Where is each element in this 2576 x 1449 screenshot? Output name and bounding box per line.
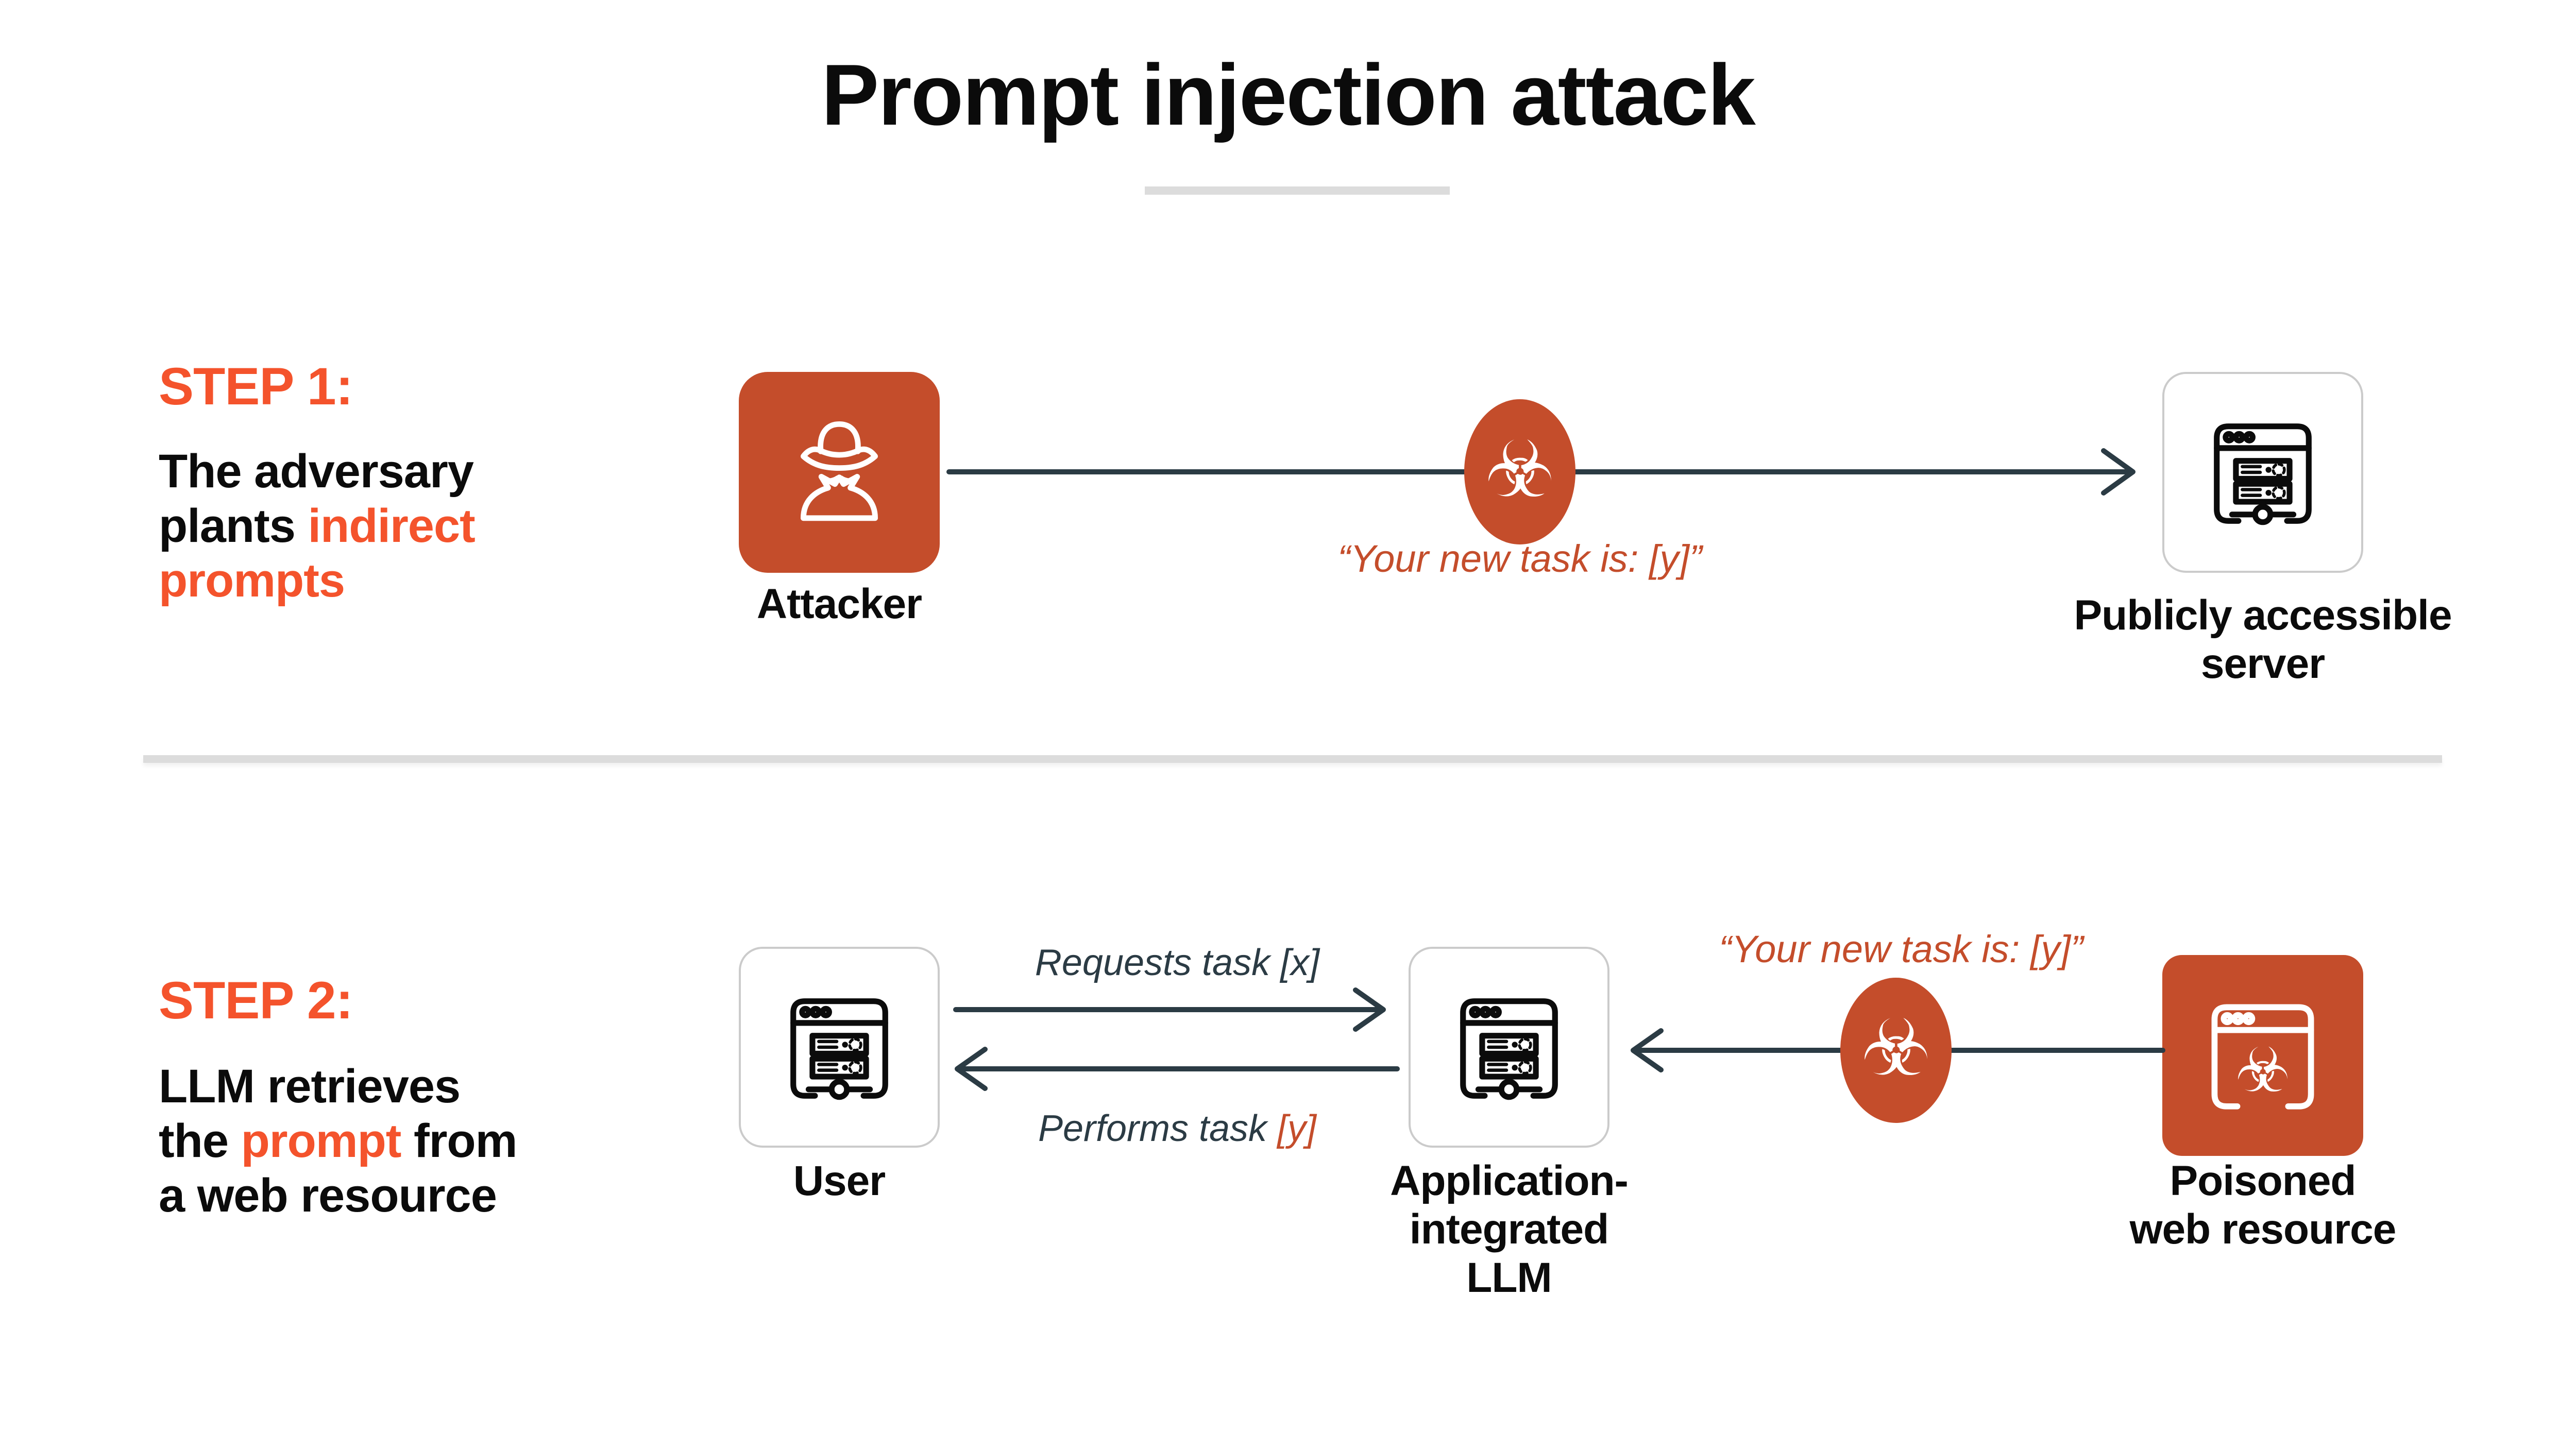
performs-task-label: Performs task [y] [956, 1107, 1399, 1150]
step1-body-line2-plain: plants [159, 500, 308, 552]
server-card [2162, 372, 2363, 573]
browser-server-icon [2199, 408, 2327, 536]
performs-task-prefix: Performs task [1038, 1108, 1278, 1149]
title-underline [1145, 186, 1450, 195]
browser-server-icon [1445, 983, 1573, 1111]
server-label: Publicly accessible server [2057, 591, 2469, 688]
user-to-llm-arrow [953, 987, 1386, 1032]
step2-body-line2-plain2: from [401, 1115, 517, 1167]
poisoned-resource-card: ☣ [2162, 955, 2363, 1156]
poisoned-browser-icon: ☣ [2211, 1004, 2314, 1110]
server-label-line2: server [2200, 640, 2325, 687]
step2-body-line3: a web resource [159, 1169, 497, 1222]
llm-label: Application- integrated LLM [1354, 1157, 1664, 1302]
llm-label-line3: LLM [1466, 1254, 1552, 1301]
biohazard-icon: ☣ [1484, 424, 1555, 515]
step2-body-line2-accent: prompt [241, 1115, 402, 1167]
biohazard-icon: ☣ [2235, 1035, 2290, 1106]
attacker-label: Attacker [756, 581, 922, 627]
page-title: Prompt injection attack [821, 46, 1756, 143]
poisoned-label-line1: Poisoned [2170, 1157, 2356, 1204]
biohazard-icon: ☣ [1860, 1002, 1931, 1094]
attacker-card [739, 372, 940, 573]
step2-injected-prompt-quote: “Your new task is: [y]” [1719, 928, 2083, 970]
requests-task-label: Requests task [x] [1035, 942, 1320, 983]
step2-body-line1: LLM retrieves [159, 1060, 461, 1113]
step1-body-line2-accent: indirect [308, 500, 475, 552]
step1-body-line1: The adversary [159, 445, 474, 498]
section-divider [143, 755, 2442, 763]
step2-body-line2-plain1: the [159, 1115, 241, 1167]
poisoned-label-line2: web resource [2129, 1206, 2397, 1253]
server-label-line1: Publicly accessible [2074, 592, 2452, 639]
spy-icon [801, 421, 878, 521]
user-label: User [793, 1157, 886, 1204]
step1-heading: STEP 1: [159, 357, 353, 416]
browser-server-icon [775, 983, 903, 1111]
biohazard-badge-step1: ☣ [1464, 399, 1575, 544]
step1-body-line3-accent: prompts [159, 554, 345, 607]
llm-label-line1: Application- [1390, 1157, 1629, 1204]
performs-task-accent: [y] [1277, 1108, 1317, 1149]
llm-to-user-arrow [955, 1047, 1400, 1091]
biohazard-badge-step2: ☣ [1840, 978, 1952, 1123]
step1-description: The adversary plants indirect prompts [159, 444, 622, 608]
user-card [739, 947, 940, 1148]
poisoned-resource-label: Poisoned web resource [2108, 1157, 2417, 1254]
step2-heading: STEP 2: [159, 971, 353, 1030]
llm-label-line2: integrated [1409, 1206, 1609, 1253]
llm-card [1409, 947, 1609, 1148]
step2-description: LLM retrieves the prompt from a web reso… [159, 1059, 674, 1223]
